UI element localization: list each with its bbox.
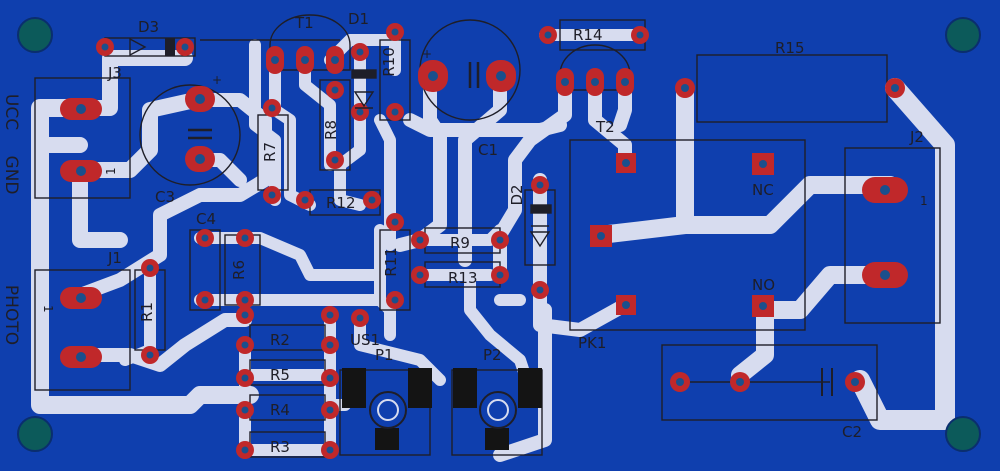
- label-r2: R2: [270, 331, 290, 349]
- pads: [60, 23, 908, 459]
- label-photo: PHOTO: [1, 285, 21, 345]
- pin1-j1: 1: [41, 305, 55, 313]
- d1-diode-symbol: [351, 69, 377, 109]
- plus-c1: +: [422, 47, 432, 61]
- terminal-pad-j3-2: [60, 160, 102, 182]
- label-r12: R12: [326, 194, 356, 212]
- plus-c3: +: [212, 73, 222, 87]
- label-c4: C4: [196, 210, 216, 228]
- mounting-holes: [17, 17, 981, 452]
- pad-c3-minus: [185, 146, 215, 172]
- label-r9: R9: [450, 234, 470, 252]
- small-pad-drills: [101, 28, 899, 454]
- label-d3: D3: [138, 18, 159, 36]
- pad-pk1-3: [590, 225, 612, 247]
- label-r5: R5: [270, 366, 290, 384]
- terminal-pad-j1-2: [60, 346, 102, 368]
- pad-t2-1: [556, 68, 574, 96]
- label-no: NO: [752, 276, 775, 294]
- pin1-j2: 1: [920, 194, 928, 208]
- label-r1: R1: [138, 302, 156, 322]
- label-r4: R4: [270, 401, 290, 419]
- label-nc: NC: [752, 181, 774, 199]
- label-c1: C1: [478, 141, 498, 159]
- label-t1: T1: [294, 14, 314, 32]
- label-c3: C3: [155, 188, 175, 206]
- pin1-j3: 1: [104, 167, 118, 175]
- pad-c3-plus: [185, 86, 215, 112]
- label-p1: P1: [375, 346, 394, 364]
- potentiometer-p1: [342, 368, 432, 450]
- pad-t2-2: [586, 68, 604, 96]
- d2-diode-symbol: [529, 204, 552, 248]
- label-d2: D2: [508, 184, 526, 205]
- pad-t1-3: [326, 46, 344, 74]
- label-t2: T2: [595, 118, 615, 136]
- label-d1: D1: [348, 10, 369, 28]
- c3-capacitor-symbol: [188, 128, 212, 140]
- c2-capacitor-symbol: [821, 368, 833, 396]
- c1-capacitor-symbol: [468, 62, 480, 88]
- label-r11: R11: [382, 247, 400, 277]
- label-r7: R7: [261, 142, 279, 162]
- label-j2: J2: [909, 128, 924, 146]
- pad-c1-minus: [486, 60, 516, 92]
- label-p2: P2: [483, 346, 502, 364]
- terminal-pad-j3-1: [60, 98, 102, 120]
- label-r8: R8: [322, 120, 340, 140]
- label-r15: R15: [775, 39, 805, 57]
- pad-pk1-4: [752, 295, 774, 317]
- label-gnd: GND: [1, 156, 21, 195]
- pad-t2-3: [616, 68, 634, 96]
- mount-hole-top-left: [17, 17, 53, 53]
- pad-t1-2: [296, 46, 314, 74]
- label-c2: C2: [842, 423, 862, 441]
- mount-hole-bottom-right: [945, 416, 981, 452]
- label-r3: R3: [270, 438, 290, 456]
- label-j1: J1: [107, 249, 122, 267]
- potentiometer-p2: [453, 368, 542, 450]
- pad-c1-plus: [418, 60, 448, 92]
- label-j3: J3: [107, 64, 122, 82]
- terminal-pad-j2-1: [862, 177, 908, 203]
- label-r10: R10: [380, 47, 398, 77]
- pad-t1-1: [266, 46, 284, 74]
- terminal-pad-j2-2: [862, 262, 908, 288]
- label-r13: R13: [448, 269, 478, 287]
- silkscreen-labels: D3 T1 D1 R14 R15 J3 C3 C1 T2 J2 R12 C4 N…: [1, 10, 928, 456]
- label-r6: R6: [230, 260, 248, 280]
- label-r14: R14: [573, 26, 603, 44]
- pad-pk1-5: [616, 295, 636, 315]
- terminal-pad-j1-1: [60, 287, 102, 309]
- label-pk1: PK1: [578, 334, 606, 352]
- label-us1: US1: [350, 331, 380, 349]
- pad-pk1-1: [616, 153, 636, 173]
- mount-hole-top-right: [945, 17, 981, 53]
- mount-hole-bottom-left: [17, 416, 53, 452]
- pad-pk1-2: [752, 153, 774, 175]
- label-ucc: UCC: [1, 94, 21, 130]
